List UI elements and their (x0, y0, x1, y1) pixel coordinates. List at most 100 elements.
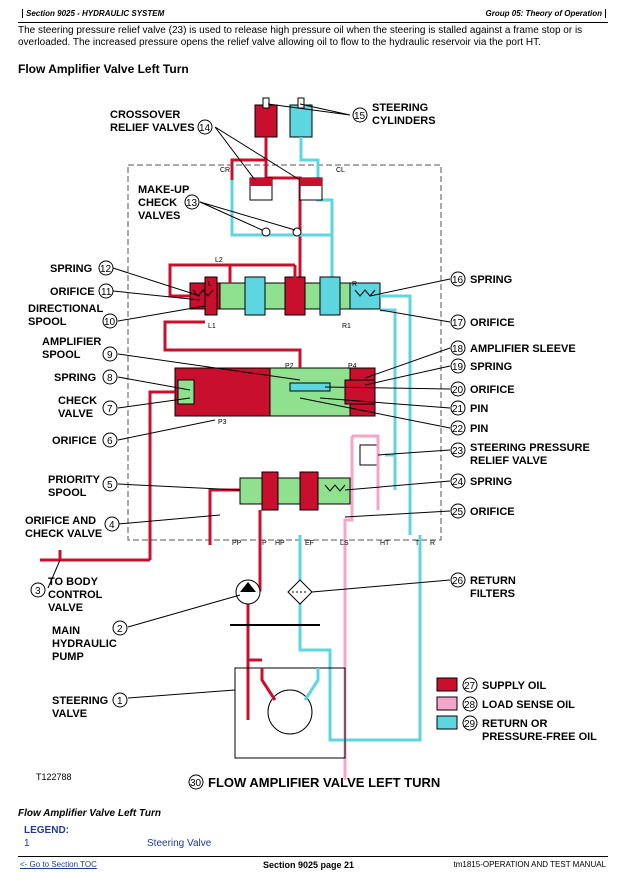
callout-10: DIRECTIONAL SPOOL 10 (28, 303, 118, 329)
svg-text:RETURN: RETURN (470, 575, 516, 587)
svg-text:AMPLIFIER SLEEVE: AMPLIFIER SLEEVE (470, 343, 576, 355)
port-cl: CL (336, 167, 345, 174)
priority-spool-graphic (239, 471, 351, 511)
callout-11: ORIFICE 11 (50, 283, 114, 299)
steering-relief-valve-graphic (359, 444, 379, 466)
callout-17: 17 ORIFICE (450, 314, 515, 330)
manual-title: tm1815-OPERATION AND TEST MANUAL (453, 860, 606, 869)
svg-text:23: 23 (452, 446, 464, 457)
port-r1: R1 (342, 323, 351, 330)
svg-text:STEERING: STEERING (52, 695, 108, 707)
svg-text:PIN: PIN (470, 403, 488, 415)
section-toc-link[interactable]: <- Go to Section TOC (20, 860, 97, 869)
port-p2: P2 (285, 363, 294, 370)
svg-text:16: 16 (452, 275, 464, 286)
port-ht: HT (380, 540, 390, 547)
svg-text:7: 7 (107, 404, 113, 415)
svg-text:CHECK: CHECK (58, 395, 97, 407)
svg-text:MAIN: MAIN (52, 625, 80, 637)
port-hp: HP (275, 540, 285, 547)
steering-valve-box (234, 667, 346, 759)
group-title: Group 05: Theory of Operation (486, 9, 606, 18)
port-p4: P4 (348, 363, 357, 370)
callout-22: 22 PIN (450, 420, 488, 436)
page-footer: <- Go to Section TOC Section 9025 page 2… (18, 856, 608, 871)
svg-text:11: 11 (101, 287, 112, 298)
callout-8: SPRING 8 (54, 369, 118, 385)
svg-text:26: 26 (452, 576, 464, 587)
svg-text:8: 8 (107, 373, 113, 384)
svg-text:SPRING: SPRING (50, 263, 92, 275)
svg-text:25: 25 (452, 507, 464, 518)
callout-15: 15 STEERING CYLINDERS (352, 102, 436, 127)
callout-25: 25 ORIFICE (450, 503, 515, 519)
figure-caption: Flow Amplifier Valve Left Turn (18, 808, 161, 819)
svg-text:AMPLIFIER: AMPLIFIER (42, 336, 101, 348)
port-r2: R (430, 540, 435, 547)
callout-4: ORIFICE AND CHECK VALVE 4 (25, 515, 120, 540)
callout-5: PRIORITY SPOOL 5 (48, 474, 118, 499)
supply-swatch (436, 677, 458, 692)
callout-30: 30 FLOW AMPLIFIER VALVE LEFT TURN (188, 774, 440, 790)
svg-text:ORIFICE: ORIFICE (52, 435, 97, 447)
callout-23: 23 STEERING PRESSURE RELIEF VALVE (450, 442, 590, 467)
svg-text:VALVE: VALVE (52, 708, 87, 720)
callout-14: CROSSOVER RELIEF VALVES 14 (110, 109, 213, 135)
steering-cylinders-graphic (254, 97, 313, 138)
svg-text:VALVES: VALVES (138, 210, 180, 222)
port-t: T (415, 540, 420, 547)
svg-text:13: 13 (186, 198, 198, 209)
svg-text:CHECK VALVE: CHECK VALVE (25, 528, 102, 540)
section-title: Section 9025 - HYDRAULIC SYSTEM (22, 9, 164, 18)
svg-text:CROSSOVER: CROSSOVER (110, 109, 180, 121)
svg-text:LOAD SENSE OIL: LOAD SENSE OIL (482, 699, 575, 711)
svg-text:RELIEF VALVE: RELIEF VALVE (470, 455, 547, 467)
svg-text:15: 15 (354, 111, 366, 122)
svg-text:SPOOL: SPOOL (42, 349, 81, 361)
svg-text:3: 3 (35, 586, 41, 597)
port-p: P (262, 540, 267, 547)
svg-text:ORIFICE: ORIFICE (470, 506, 515, 518)
callout-14-line2: RELIEF VALVES (110, 122, 195, 134)
svg-text:5: 5 (107, 480, 113, 491)
svg-text:21: 21 (452, 404, 464, 415)
svg-text:VALVE: VALVE (48, 602, 83, 614)
svg-text:4: 4 (109, 520, 115, 531)
svg-text:STEERING: STEERING (372, 102, 428, 114)
port-l: L (208, 281, 212, 288)
callout-1: STEERING VALVE 1 (52, 692, 128, 720)
svg-text:PRIORITY: PRIORITY (48, 474, 101, 486)
port-cr: CR (220, 167, 230, 174)
svg-text:PUMP: PUMP (52, 651, 84, 663)
svg-text:SUPPLY OIL: SUPPLY OIL (482, 680, 546, 692)
amplifier-spool-graphic (174, 367, 376, 417)
directional-spool-graphic (189, 276, 381, 316)
svg-text:CHECK: CHECK (138, 197, 177, 209)
svg-text:HYDRAULIC: HYDRAULIC (52, 638, 117, 650)
port-p3: P3 (218, 419, 227, 426)
svg-text:TO BODY: TO BODY (48, 576, 99, 588)
callout-26: 26 RETURN FILTERS (450, 572, 516, 600)
svg-text:22: 22 (452, 424, 464, 435)
svg-text:DIRECTIONAL: DIRECTIONAL (28, 303, 103, 315)
svg-text:17: 17 (452, 318, 464, 329)
svg-text:2: 2 (117, 624, 123, 635)
svg-text:28: 28 (464, 700, 476, 711)
legend-item-text: Steering Valve (147, 838, 212, 849)
legend-item-number: 1 (24, 838, 30, 849)
color-legend: 27 SUPPLY OIL 28 LOAD SENSE OIL 29 RETUR… (436, 677, 597, 743)
svg-text:ORIFICE: ORIFICE (470, 384, 515, 396)
callout-20: 20 ORIFICE (450, 381, 515, 397)
svg-text:STEERING PRESSURE: STEERING PRESSURE (470, 442, 590, 454)
svg-text:SPOOL: SPOOL (28, 316, 67, 328)
callout-24: 24 SPRING (450, 473, 512, 489)
load-sense-swatch (436, 696, 458, 711)
callout-2: MAIN HYDRAULIC PUMP 2 (52, 620, 128, 663)
svg-text:SPRING: SPRING (470, 361, 512, 373)
svg-text:PIN: PIN (470, 423, 488, 435)
port-ls: LS (340, 540, 349, 547)
callout-19: 19 SPRING (450, 358, 512, 374)
figure-heading: Flow Amplifier Valve Left Turn (18, 62, 189, 76)
svg-text:SPRING: SPRING (54, 372, 96, 384)
svg-text:SPRING: SPRING (470, 476, 512, 488)
